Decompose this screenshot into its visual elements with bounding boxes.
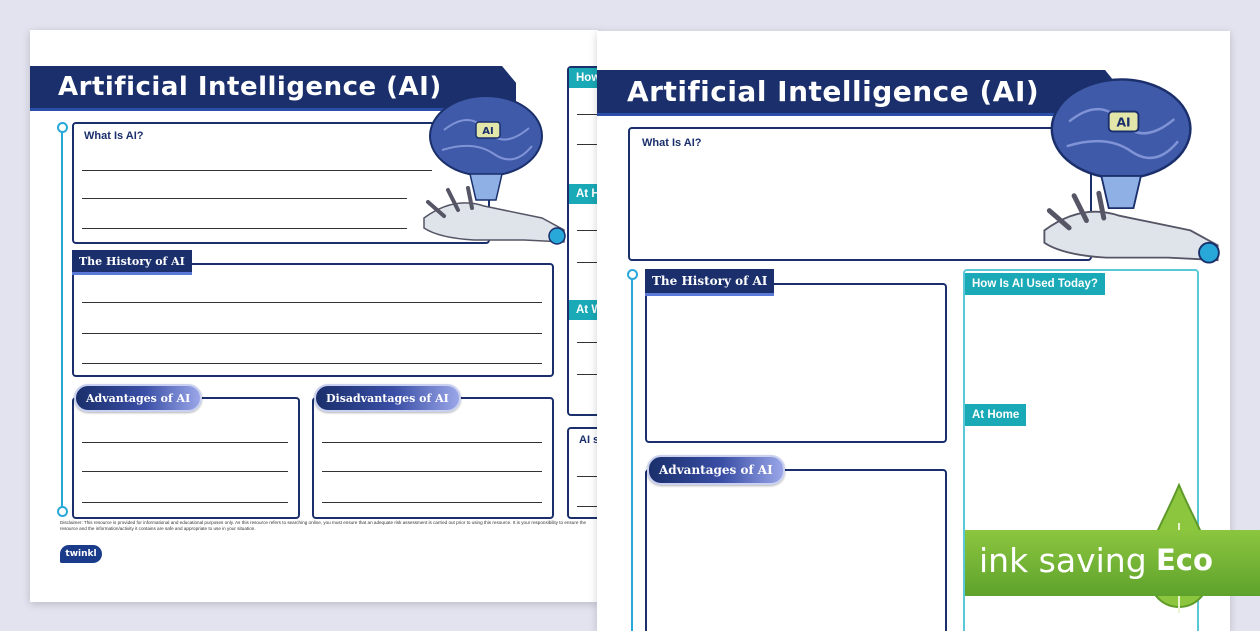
writing-line — [577, 374, 598, 375]
front-what-is-ai-box: What Is AI? — [628, 127, 1092, 261]
writing-line — [577, 342, 598, 343]
front-timeline-line — [631, 279, 633, 631]
robot-ai-badge-text: AI — [1116, 115, 1130, 129]
writing-line — [82, 502, 288, 503]
writing-line — [82, 333, 542, 334]
front-at-home-tab: At Home — [965, 404, 1027, 426]
back-history-box — [72, 263, 554, 377]
back-right-column-box — [567, 66, 598, 416]
back-timeline-dot-top — [57, 122, 68, 133]
writing-line — [82, 170, 432, 171]
front-advantages-label: Advantages of AI — [659, 463, 773, 477]
writing-line — [577, 506, 598, 507]
twinkl-logo: twinkl — [60, 545, 102, 563]
back-advantages-label: Advantages of AI — [86, 391, 191, 405]
robot-brain-hand-illustration: AI — [423, 95, 566, 245]
front-advantages-pill: Advantages of AI — [647, 455, 785, 485]
back-disadvantages-box — [312, 397, 554, 519]
front-how-used-label: How Is AI Used Today? — [972, 278, 1098, 290]
ink-saving-eco-badge: ink saving Eco — [965, 483, 1260, 613]
writing-line — [322, 442, 542, 443]
writing-line — [82, 471, 288, 472]
front-advantages-box — [645, 469, 947, 631]
back-what-is-ai-box: What Is AI? — [72, 122, 490, 244]
writing-line — [82, 198, 407, 199]
writing-line — [577, 114, 598, 115]
back-ai-partial-box: AI s — [567, 427, 598, 519]
front-how-used-tab: How Is AI Used Today? — [965, 273, 1105, 295]
front-at-home-label: At Home — [972, 409, 1020, 421]
front-history-label: The History of AI — [652, 274, 768, 288]
back-what-is-ai-label: What Is AI? — [84, 130, 144, 142]
back-title-banner: Artificial Intelligence (AI) — [30, 66, 502, 111]
back-timeline-dot-bottom — [57, 506, 68, 517]
front-history-box — [645, 283, 947, 443]
back-timeline-line — [61, 129, 63, 512]
eco-bar — [965, 530, 1260, 596]
ink-saving-label: ink saving — [979, 541, 1147, 580]
front-history-tab: The History of AI — [645, 269, 775, 296]
writing-line — [577, 144, 598, 145]
back-disadvantages-pill: Disadvantages of AI — [314, 384, 461, 412]
back-worksheet: Artificial Intelligence (AI) What Is AI?… — [30, 30, 598, 602]
front-timeline-dot-top — [627, 269, 638, 280]
writing-line — [82, 442, 288, 443]
writing-line — [82, 228, 407, 229]
back-title: Artificial Intelligence (AI) — [58, 72, 442, 102]
front-what-is-ai-label: What Is AI? — [642, 137, 702, 149]
back-advantages-box — [72, 397, 300, 519]
eco-label: Eco — [1156, 543, 1213, 577]
back-advantages-pill: Advantages of AI — [74, 384, 203, 412]
back-history-label: The History of AI — [79, 254, 185, 268]
front-title-banner: Artificial Intelligence (AI) — [597, 70, 1105, 116]
back-disclaimer: Disclaimer: This resource is provided fo… — [60, 520, 587, 531]
back-partial-tab-2: At H — [569, 184, 598, 204]
back-ai-partial-label: AI s — [579, 434, 598, 446]
back-partial-tab-3: At W — [569, 300, 598, 320]
robot-ai-badge-text: AI — [482, 126, 493, 137]
front-worksheet: Artificial Intelligence (AI) What Is AI?… — [597, 31, 1230, 631]
writing-line — [322, 471, 542, 472]
writing-line — [577, 230, 598, 231]
writing-line — [577, 262, 598, 263]
back-disadvantages-label: Disadvantages of AI — [326, 391, 449, 405]
writing-line — [577, 476, 598, 477]
back-history-tab: The History of AI — [72, 250, 192, 275]
back-partial-tab-1: How — [569, 68, 598, 88]
writing-line — [82, 363, 542, 364]
writing-line — [322, 502, 542, 503]
front-title: Artificial Intelligence (AI) — [627, 75, 1040, 108]
robot-brain-hand-illustration: AI — [1043, 78, 1220, 264]
writing-line — [82, 302, 542, 303]
